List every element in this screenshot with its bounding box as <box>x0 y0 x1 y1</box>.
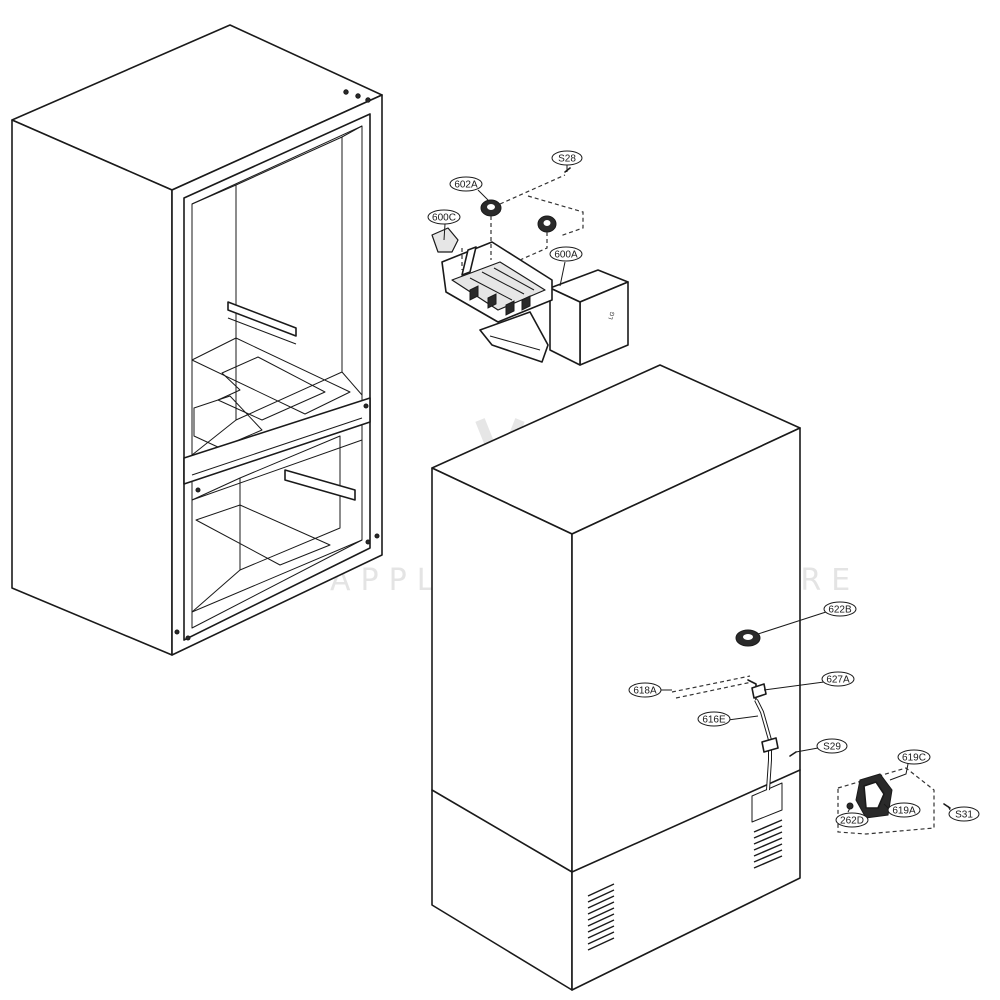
callout-s29-label: S29 <box>823 742 841 753</box>
callout-262d: 262D <box>835 812 869 828</box>
callout-622b: 622B <box>823 601 857 617</box>
callout-619c-label: 619C <box>902 753 926 764</box>
callout-s28: S28 <box>551 150 583 166</box>
callout-600a-label: 600A <box>554 250 578 261</box>
callout-s29: S29 <box>816 738 848 754</box>
callout-619a: 619A <box>887 802 921 818</box>
callout-600c-label: 600C <box>432 213 456 224</box>
callout-600a: 600A <box>549 246 583 262</box>
refrigerator-cabinet <box>11 24 383 656</box>
callout-600c: 600C <box>427 209 461 225</box>
callout-s28-label: S28 <box>558 154 576 165</box>
refrigerator-rear-cabinet <box>431 364 801 991</box>
callout-602a-label: 602A <box>454 180 478 191</box>
callout-622b-label: 622B <box>828 605 852 616</box>
svg-text:LG: LG <box>608 311 616 321</box>
fitting-622b <box>735 629 761 647</box>
callout-627a-label: 627A <box>826 675 850 686</box>
water-valve-inset <box>837 767 951 835</box>
callout-619a-label: 619A <box>892 806 916 817</box>
callout-627a: 627A <box>821 671 855 687</box>
callout-619c: 619C <box>897 749 931 765</box>
rear-vent-grill <box>753 819 783 869</box>
callout-618a: 618A <box>628 682 662 698</box>
callout-262d-label: 262D <box>840 816 864 827</box>
ice-maker-assembly: LG <box>431 227 629 366</box>
callout-602a: 602A <box>449 176 483 192</box>
callout-618a-label: 618A <box>633 686 657 697</box>
leader-lines <box>443 165 951 813</box>
side-vent-grill <box>587 883 615 951</box>
callout-616e: 616E <box>697 711 731 727</box>
callout-s31-label: S31 <box>955 810 973 821</box>
callout-616e-label: 616E <box>702 715 726 726</box>
ice-maker-fasteners <box>461 167 584 270</box>
callout-s31: S31 <box>948 806 980 822</box>
